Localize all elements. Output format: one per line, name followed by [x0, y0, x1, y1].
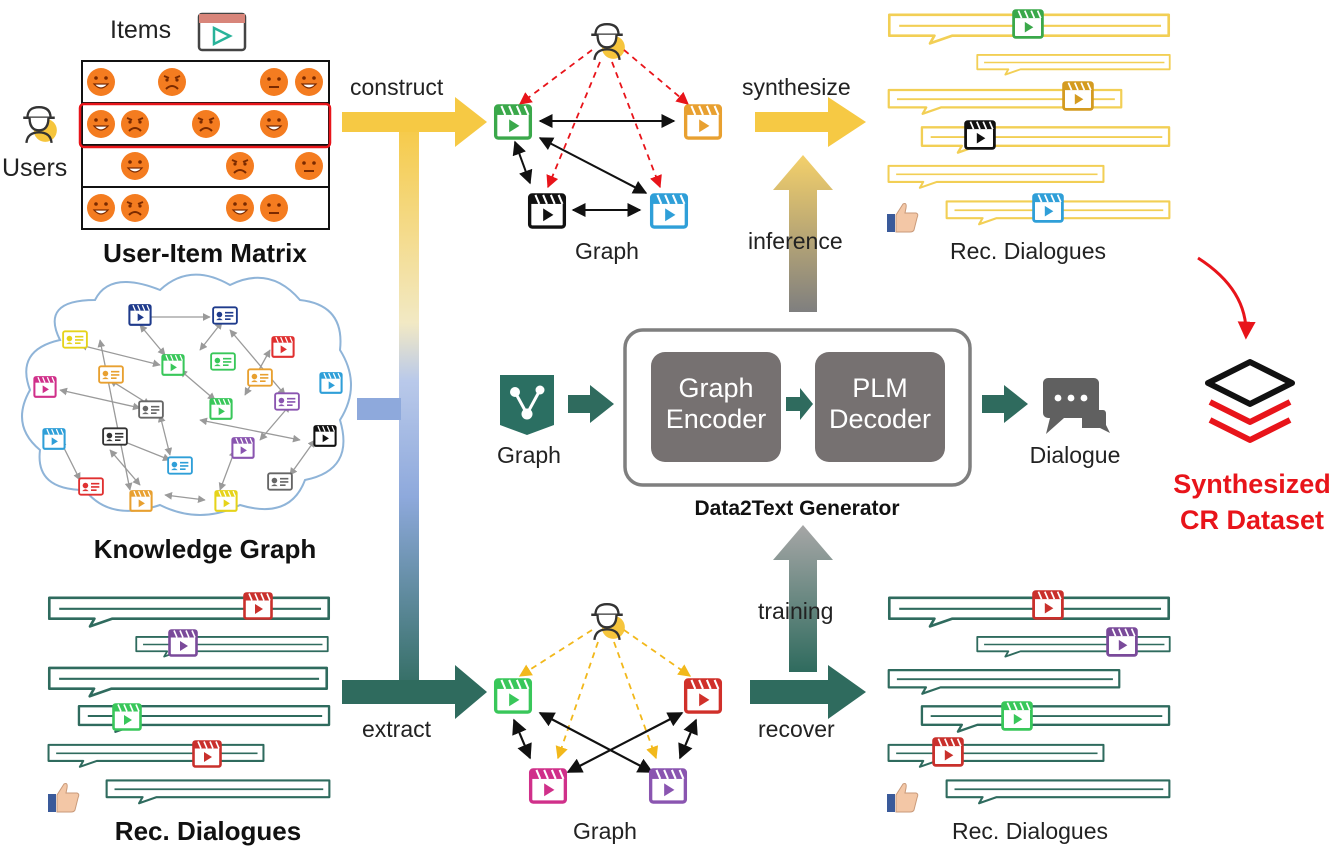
- bottom-graph-label: Graph: [573, 818, 637, 844]
- user-item-matrix: [78, 60, 332, 230]
- graph-encoder-box: [651, 352, 781, 462]
- merge-bar: [342, 97, 487, 719]
- extract-label: extract: [362, 716, 432, 742]
- synthesize-arrow: [755, 97, 866, 147]
- bottom-right-dialogue-bubbles: [886, 590, 1172, 813]
- graph-encoder-line2: Encoder: [665, 404, 767, 435]
- construct-arrow: [342, 97, 487, 147]
- top-right-dialogue-bubbles: [886, 9, 1172, 233]
- knowledge-graph-title: Knowledge Graph: [93, 534, 317, 564]
- items-label: Items: [110, 16, 172, 44]
- bottom-graph: [493, 602, 723, 804]
- generator-title: Data2Text Generator: [694, 497, 900, 520]
- left-dialogues-title: Rec. Dialogues: [114, 816, 302, 846]
- items-icon: [197, 12, 247, 52]
- inference-label: inference: [748, 228, 843, 254]
- recover-label: recover: [758, 716, 835, 742]
- top-graph-label: Graph: [575, 238, 639, 264]
- synthesize-label: synthesize: [742, 74, 851, 100]
- graph-input-label: Graph: [497, 442, 561, 468]
- inference-arrow: [773, 155, 833, 312]
- data2text-generator: [623, 328, 972, 487]
- dataset-layers-icon: [1205, 359, 1295, 443]
- left-dialogue-bubbles: [47, 592, 331, 813]
- users-label: Users: [2, 154, 68, 182]
- output-arrow: [982, 385, 1028, 423]
- training-arrow: [773, 525, 833, 672]
- input-arrow: [568, 385, 614, 423]
- top-dialogues-label: Rec. Dialogues: [950, 238, 1106, 264]
- synthesized-dataset-line2: CR Dataset: [1179, 505, 1325, 536]
- plm-decoder-line1: PLM: [852, 373, 908, 403]
- synthesized-dataset-label: Synthesized CR Dataset: [1173, 466, 1331, 539]
- plm-decoder-box: [815, 352, 945, 462]
- knowledge-graph-cloud: [21, 273, 352, 516]
- graph-encoder-line1: Graph: [678, 373, 754, 403]
- graph-input-icon: [500, 375, 554, 435]
- synthesized-dataset-line1: Synthesized: [1173, 469, 1331, 499]
- matrix-title: User-Item Matrix: [103, 238, 307, 268]
- training-label: training: [758, 598, 834, 624]
- dialogue-output-label: Dialogue: [1029, 442, 1121, 468]
- extract-arrow: [342, 665, 487, 719]
- top-graph: [493, 22, 723, 229]
- recover-arrow: [750, 665, 866, 719]
- plm-decoder-line2: Decoder: [828, 404, 932, 435]
- construct-label: construct: [350, 74, 444, 100]
- plm-decoder-label: PLM Decoder: [815, 373, 945, 435]
- chat-bubbles-icon: [1043, 378, 1110, 434]
- bottom-dialogues-label: Rec. Dialogues: [952, 818, 1108, 844]
- synthesize-dataset-arrow: [1197, 256, 1256, 340]
- graph-encoder-label: Graph Encoder: [651, 373, 781, 435]
- users-icon: [21, 105, 59, 145]
